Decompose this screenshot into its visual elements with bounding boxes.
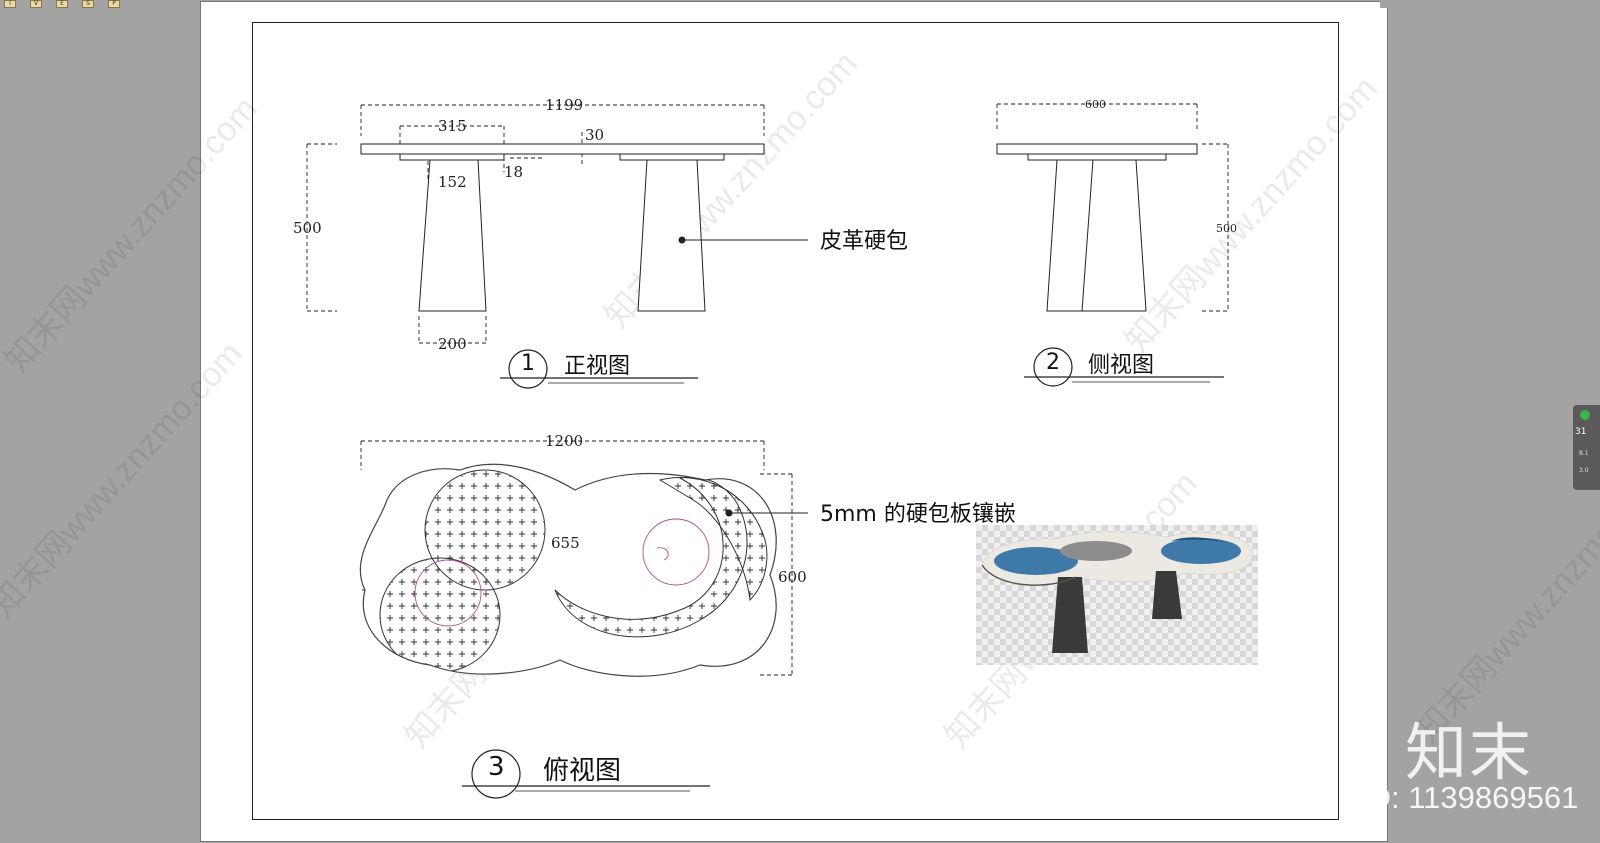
view-number: 1 <box>521 351 535 376</box>
view-number: 3 <box>488 752 505 782</box>
dim-leg-top: 152 <box>438 173 467 191</box>
dim-depth: 600 <box>778 568 807 586</box>
sheet-corner <box>1380 0 1388 8</box>
side-widget[interactable]: 31 8.1 3.0 <box>1573 405 1600 490</box>
product-photo <box>976 525 1258 665</box>
watermark: 知末网www.znzmo.com <box>0 335 250 626</box>
dim-width: 600 <box>1085 98 1106 111</box>
table-render <box>981 531 1253 653</box>
top-view <box>359 440 808 677</box>
dim-inner: 655 <box>551 534 580 552</box>
toolbar: I V E S P <box>0 0 120 8</box>
material-note: 5mm 的硬包板镶嵌 <box>820 502 1016 527</box>
view-title: 俯视图 <box>543 756 621 786</box>
side-view <box>996 103 1229 312</box>
view-title: 正视图 <box>564 354 630 379</box>
dim-top-thickness: 30 <box>585 126 604 144</box>
widget-stat: 3.0 <box>1579 467 1589 474</box>
dim-overall-width: 1200 <box>545 432 583 450</box>
dim-overlap: 18 <box>504 163 523 181</box>
brand-logo: 知末 <box>1405 716 1534 789</box>
widget-stat: 8.1 <box>1579 450 1589 457</box>
front-view <box>306 104 808 344</box>
toolbar-icon[interactable]: V <box>30 0 42 8</box>
watermark: 知末网www.znzmo.com <box>1118 70 1385 361</box>
view-number: 2 <box>1046 350 1060 375</box>
view-title: 侧视图 <box>1088 353 1154 378</box>
toolbar-icon[interactable]: I <box>4 0 16 8</box>
dim-top-length: 315 <box>438 117 467 135</box>
front-view-labels: 1199 315 30 18 152 500 200 皮革硬包 1 正视图 <box>293 96 908 389</box>
top-view-labels: 1200 655 600 5mm 的硬包板镶嵌 3 俯视图 <box>462 432 1016 799</box>
toolbar-icon[interactable]: E <box>56 0 68 8</box>
watermarks: 知末网www.znzmo.com 知末网www.znzmo.com 知末网www… <box>0 45 1600 756</box>
dim-height: 500 <box>293 219 322 237</box>
side-view-labels: 600 500 2 侧视图 <box>1024 98 1237 387</box>
toolbar-icon[interactable]: P <box>108 0 120 8</box>
dim-overall-width: 1199 <box>545 96 583 114</box>
watermark: 知末网www.znzmo.com <box>0 90 265 381</box>
resource-id: ID: 1139869561 <box>1360 780 1579 815</box>
dim-height: 500 <box>1216 222 1237 235</box>
status-icon <box>1580 410 1590 420</box>
toolbar-icon[interactable]: S <box>82 0 94 8</box>
material-note: 皮革硬包 <box>820 229 908 254</box>
watermark: 知末网www.znzmo.com <box>598 45 865 336</box>
widget-count: 31 <box>1575 427 1587 437</box>
dim-leg-bottom: 200 <box>438 335 467 353</box>
